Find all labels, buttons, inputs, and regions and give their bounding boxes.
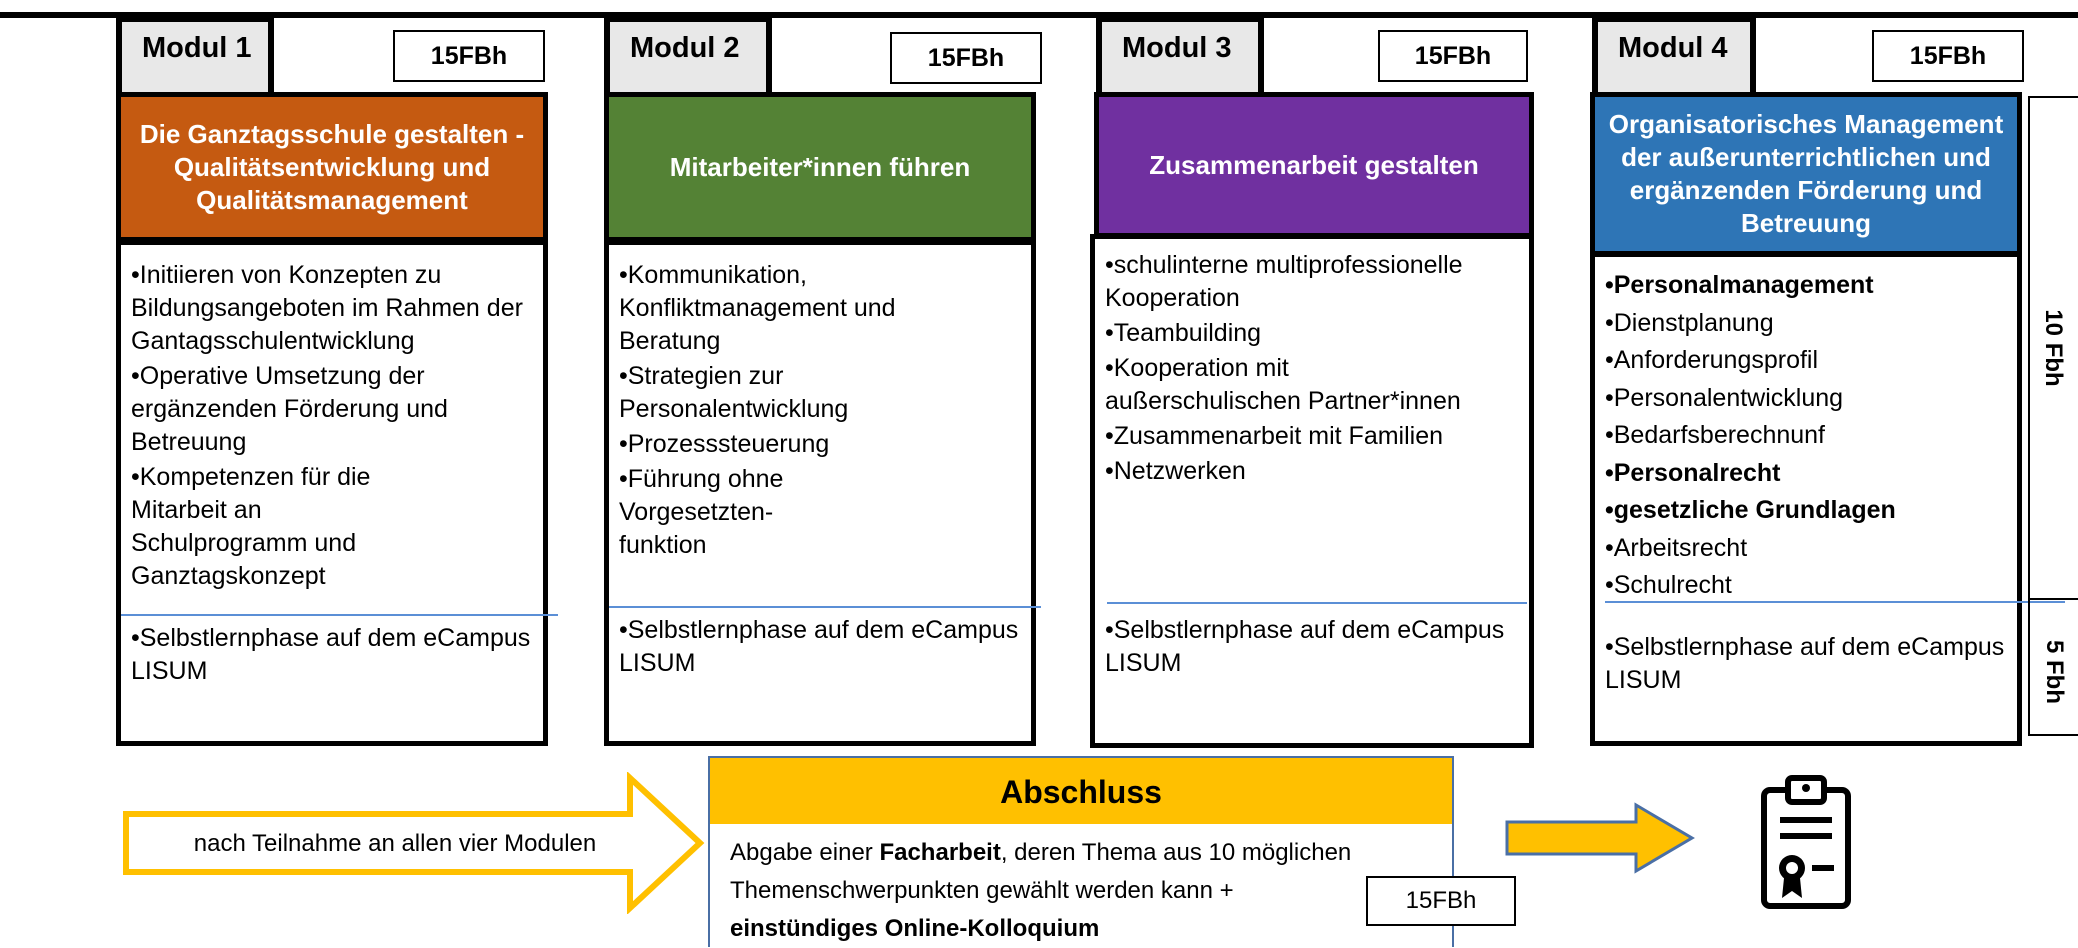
module-1-tab-label: Modul 1	[142, 32, 252, 64]
side-label-10-fbh: 10 Fbh	[2040, 309, 2067, 387]
module-1-tab: Modul 1	[116, 16, 274, 106]
module-3-topic-5: •Netzwerken	[1105, 457, 1246, 485]
module-1-title-text: Die Ganztagsschule gestalten - Qualitäts…	[139, 118, 525, 215]
module-4-topic-6: •Personalrecht	[1605, 458, 1781, 487]
module-3-topic-list: •schulinterne multiprofessionelle Kooper…	[1105, 249, 1519, 488]
hours-bracket-divider	[2028, 598, 2078, 600]
module-2-title: Mitarbeiter*innen führen	[604, 92, 1036, 242]
abschluss-facharbeit: Facharbeit	[879, 839, 1001, 866]
right-arrow-shape	[1505, 802, 1695, 874]
module-1-body: •Initiieren von Konzepten zu Bildungsang…	[116, 240, 558, 746]
module-2-topic-4: •Führung ohne Vorgesetzten-funktion	[619, 465, 784, 559]
module-3-title: Zusammenarbeit gestalten	[1094, 92, 1534, 238]
module-1-separator	[121, 614, 558, 616]
module-3-separator	[1107, 602, 1527, 604]
module-2-title-text: Mitarbeiter*innen führen	[669, 151, 971, 182]
abschluss-line-1-c: , deren Thema aus 10 möglichen	[1000, 839, 1352, 866]
module-4-hours: 15FBh	[1872, 30, 2024, 82]
module-3-topic-3: •Kooperation mit außerschulischen Partne…	[1105, 354, 1461, 415]
module-3-topic-4: •Zusammenarbeit mit Familien	[1105, 422, 1444, 450]
module-3-tab-label: Modul 3	[1122, 32, 1232, 64]
module-3-topic-2: •Teambuilding	[1105, 319, 1262, 347]
abschluss-title: Abschluss	[708, 756, 1454, 826]
module-4-topic-9: •Schulrecht	[1605, 571, 1732, 599]
abschluss-body: Abgabe einer Facharbeit, deren Thema aus…	[708, 824, 1454, 947]
module-4-topic-7: •gesetzliche Grundlagen	[1605, 496, 1896, 524]
top-rule	[0, 12, 2078, 18]
module-3-title-text: Zusammenarbeit gestalten	[1149, 149, 1479, 180]
module-4-topic-8: •Arbeitsrecht	[1605, 533, 1748, 562]
module-2-body: •Kommunikation, Konfliktmanagement und B…	[604, 240, 1041, 746]
module-4-separator	[1605, 601, 2065, 603]
module-2-self-study: •Selbstlernphase auf dem eCampus LISUM	[619, 616, 1019, 677]
module-3-body: •schulinterne multiprofessionelle Kooper…	[1090, 234, 1534, 748]
module-2-topic-1: •Kommunikation, Konfliktmanagement und B…	[619, 261, 896, 355]
module-2-topic-3: •Prozesssteuerung	[619, 430, 830, 458]
module-3-topic-1: •schulinterne multiprofessionelle Kooper…	[1105, 251, 1463, 312]
abschluss-line-1: Abgabe einer Facharbeit, deren Thema aus…	[730, 834, 1432, 872]
arrow-label: nach Teilnahme an allen vier Modulen	[193, 830, 597, 857]
abschluss-hours: 15FBh	[1366, 876, 1516, 926]
hours-bracket	[2028, 96, 2078, 736]
module-3-hours: 15FBh	[1378, 30, 1528, 82]
module-4-topic-4: •Personalentwicklung	[1605, 383, 1844, 412]
module-3-tab: Modul 3	[1096, 16, 1264, 106]
module-1-title: Die Ganztagsschule gestalten - Qualitäts…	[116, 92, 548, 242]
module-4-title-text: Organisatorisches Management der außerun…	[1608, 109, 2004, 238]
module-2-tab-label: Modul 2	[630, 32, 740, 64]
abschluss-line-3: einstündiges Online-Kolloquium	[730, 915, 1100, 942]
module-4-topic-5: •Bedarfsberechnunf	[1605, 421, 1826, 449]
left-progress-arrow	[123, 772, 705, 914]
module-1-self-study: •Selbstlernphase auf dem eCampus LISUM	[131, 624, 531, 685]
module-4-body: •Personalmanagement •Dienstplanung •Anfo…	[1590, 252, 2065, 746]
abschluss-line-1-a: Abgabe einer	[730, 839, 880, 866]
module-4-self-study: •Selbstlernphase auf dem eCampus LISUM	[1605, 633, 2005, 694]
module-2-hours: 15FBh	[890, 32, 1042, 84]
left-arrow-shape	[123, 772, 705, 914]
module-2-topic-2: •Strategien zur Personalentwicklung	[619, 362, 849, 423]
right-progress-arrow	[1505, 802, 1695, 874]
module-4-topic-2: •Dienstplanung	[1605, 308, 1774, 337]
module-4-topic-3: •Anforderungsprofil	[1605, 346, 1819, 374]
module-1-hours: 15FBh	[393, 30, 545, 82]
module-2-separator	[609, 606, 1041, 608]
module-4-topic-1: •Personalmanagement	[1605, 271, 1874, 299]
module-1-topic-2: •Operative Umsetzung der ergänzenden För…	[131, 362, 448, 456]
module-4-topic-list: •Personalmanagement •Dienstplanung •Anfo…	[1605, 267, 2007, 605]
module-1-topic-1: •Initiieren von Konzepten zu Bildungsang…	[131, 261, 523, 355]
module-1-topic-list: •Initiieren von Konzepten zu Bildungsang…	[131, 259, 533, 593]
module-2-topic-list: •Kommunikation, Konfliktmanagement und B…	[619, 259, 1021, 562]
module-3-self-study: •Selbstlernphase auf dem eCampus LISUM	[1105, 616, 1505, 677]
module-4-tab: Modul 4	[1592, 16, 1756, 106]
module-4-tab-label: Modul 4	[1618, 32, 1728, 64]
module-1-topic-3: •Kompetenzen für die Mitarbeit an Schulp…	[131, 463, 371, 590]
module-4-title: Organisatorisches Management der außerun…	[1590, 92, 2022, 256]
side-label-5-fbh: 5 Fbh	[2041, 640, 2068, 704]
certificate-clipboard-icon	[1761, 775, 1851, 909]
module-2-tab: Modul 2	[604, 16, 772, 106]
abschluss-line-2: Themenschwerpunkten gewählt werden kann …	[730, 877, 1234, 904]
